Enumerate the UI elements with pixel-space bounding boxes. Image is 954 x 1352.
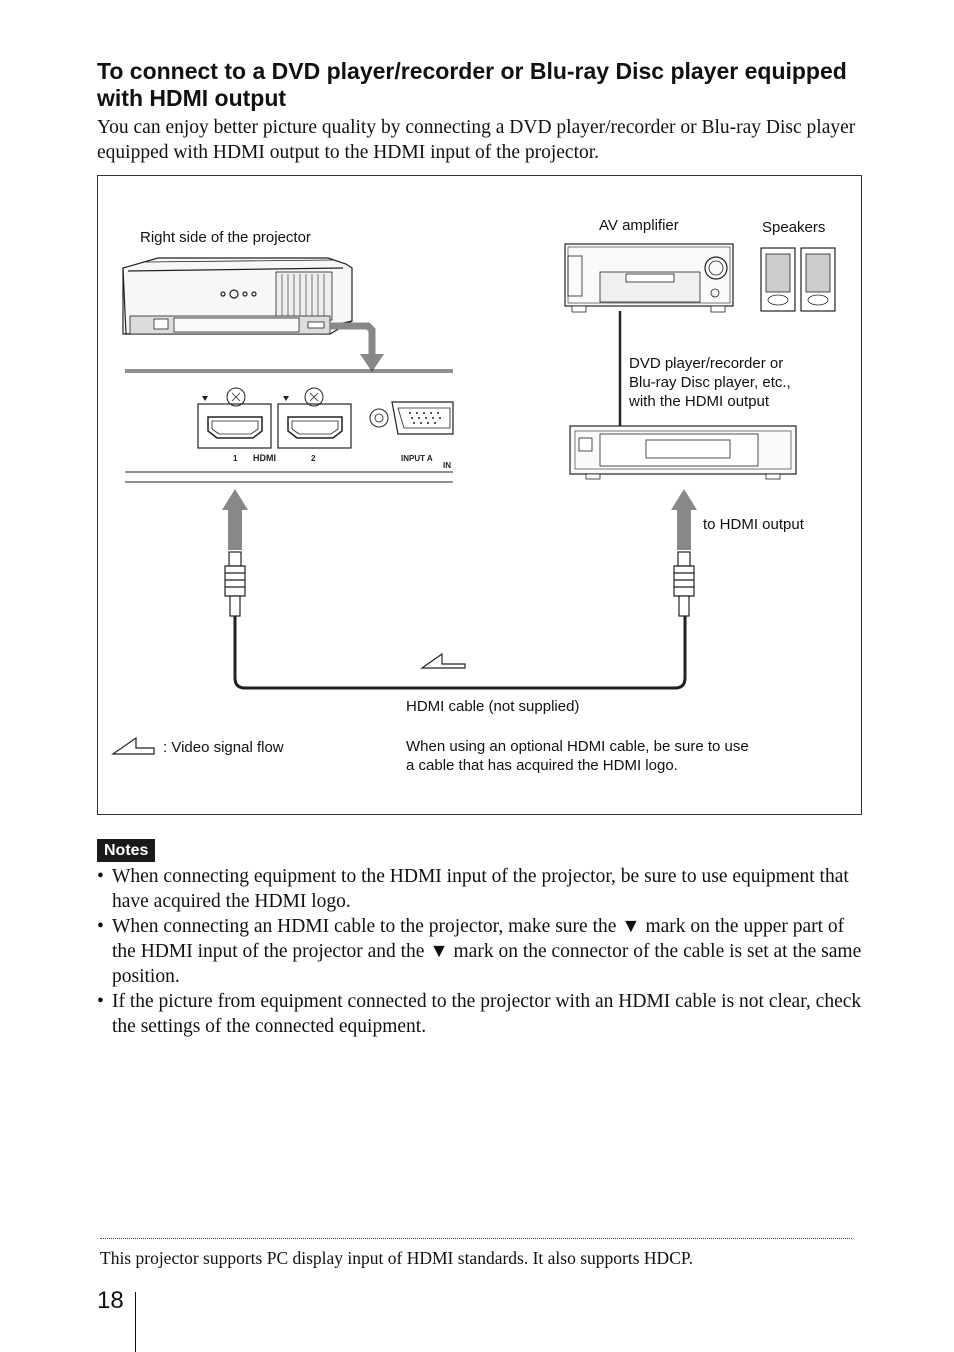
legend-label: : Video signal flow — [163, 739, 284, 756]
cable-note-1: When using an optional HDMI cable, be su… — [406, 738, 749, 755]
list-item: • When connecting equipment to the HDMI i… — [97, 864, 867, 914]
to-hdmi-output-label: to HDMI output — [703, 516, 804, 533]
page-number: 18 — [97, 1287, 124, 1314]
zoom-arrow-icon — [330, 322, 376, 356]
cable-label: HDMI cable (not supplied) — [406, 698, 580, 715]
dotted-divider — [100, 1238, 852, 1239]
amplifier-label: AV amplifier — [599, 217, 679, 234]
player-label-3: with the HDMI output — [629, 393, 770, 410]
hdmi-logo-label: HDMI — [253, 453, 276, 463]
footnote: This projector supports PC display input… — [100, 1248, 694, 1268]
input-a-label: INPUT A — [401, 454, 433, 463]
speakers-illustration — [760, 247, 836, 312]
note-text: If the picture from equipment connected … — [112, 991, 862, 1037]
player-illustration — [569, 425, 797, 480]
notes-list: • When connecting equipment to the HDMI i… — [97, 864, 867, 1039]
cable-note-2: a cable that has acquired the HDMI logo. — [406, 757, 678, 774]
bullet: • — [97, 866, 104, 887]
bullet: • — [97, 991, 104, 1012]
list-item: • If the picture from equipment connected… — [97, 989, 867, 1039]
page-margin-rule — [135, 1292, 136, 1352]
player-label-2: Blu-ray Disc player, etc., — [629, 374, 791, 391]
diagram-illustration: 1 HDMI 2 INPUT A IN — [111, 243, 836, 755]
connection-diagram: 1 HDMI 2 INPUT A IN Right side of the pr… — [97, 175, 862, 815]
projector-illustration — [122, 257, 353, 335]
section-heading: To connect to a DVD player/recorder or B… — [97, 58, 847, 111]
note-text: When connecting equipment to the HDMI in… — [112, 866, 849, 912]
hdmi-input-panel — [125, 369, 454, 483]
note-text: When connecting an HDMI cable to the pro… — [112, 916, 862, 987]
port-2-label: 2 — [311, 454, 316, 463]
projector-label: Right side of the projector — [140, 229, 311, 246]
video-flow-icon — [420, 652, 466, 669]
intro-paragraph: You can enjoy better picture quality by … — [97, 117, 856, 163]
notes-badge: Notes — [97, 839, 156, 862]
signal-arrow-icon — [222, 489, 697, 550]
port-1-label: 1 — [233, 454, 238, 463]
input-cut-label: IN — [443, 461, 451, 470]
hdmi-cable-illustration — [224, 551, 695, 690]
player-label-1: DVD player/recorder or — [629, 355, 784, 372]
av-amplifier-illustration — [564, 243, 734, 313]
legend-flow-icon — [111, 736, 155, 755]
speakers-label: Speakers — [762, 219, 826, 236]
list-item: • When connecting an HDMI cable to the pr… — [97, 914, 867, 989]
bullet: • — [97, 916, 104, 937]
